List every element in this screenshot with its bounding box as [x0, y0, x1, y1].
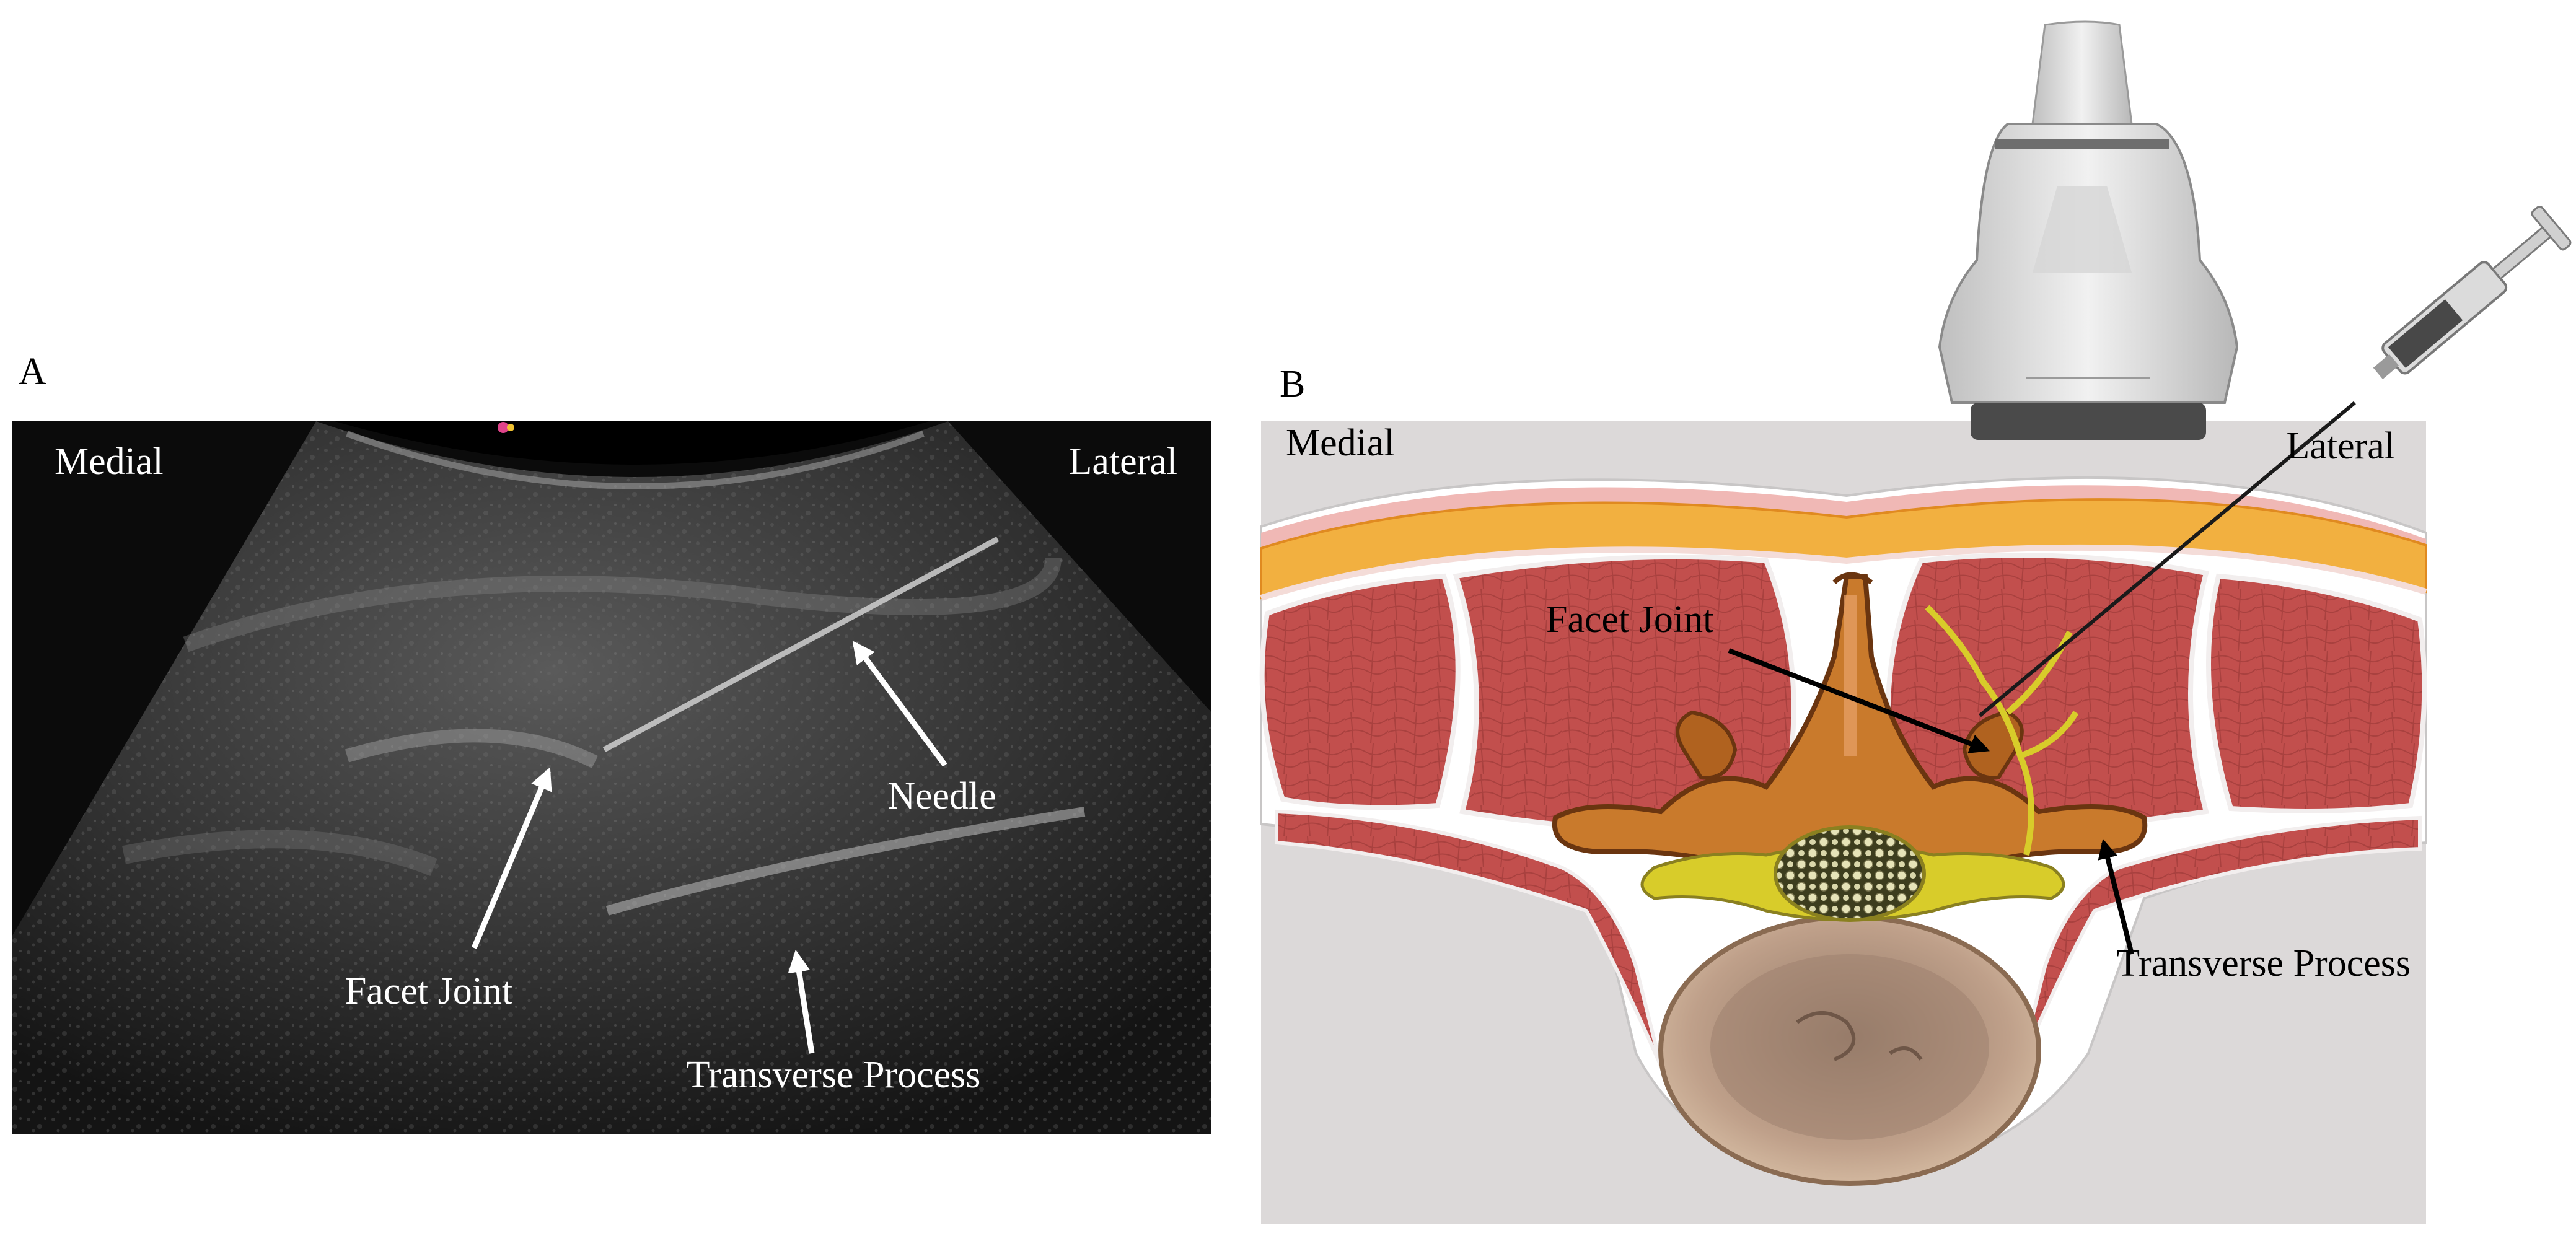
- needle-echo: [602, 537, 1000, 752]
- ultrasound-probe: [1938, 20, 2239, 440]
- muscle-right-lateral: [2206, 573, 2427, 813]
- panel-b-lateral-label: Lateral: [2286, 425, 2395, 467]
- needle-syringe: [1979, 206, 2572, 717]
- panel-a-lateral-label: Lateral: [1068, 441, 1177, 483]
- transverse-process-label-b: Transverse Process: [2116, 942, 2411, 984]
- facet-joint-label-a: Facet Joint: [345, 970, 512, 1012]
- facet-joint-arrow-a: [471, 767, 552, 949]
- transverse-process-arrow-a: [788, 949, 815, 1054]
- panel-a-letter: A: [19, 351, 46, 393]
- panel-b-letter: B: [1280, 363, 1305, 405]
- panel-b: B: [1259, 20, 2572, 1224]
- spinal-cord: [1774, 825, 1926, 922]
- orientation-marker: [498, 422, 509, 433]
- transverse-process-arrow-b: [2098, 838, 2134, 955]
- muscle-left-lateral: [1259, 573, 1461, 810]
- panel-b-medial-label: Medial: [1286, 422, 1395, 464]
- needle-shaft: [1979, 401, 2356, 717]
- panel-a: A Medial Lateral Needle Facet Joint Tran…: [12, 351, 1211, 1134]
- needle-arrow: [852, 641, 947, 767]
- facet-left: [1676, 710, 1738, 780]
- ultrasound-speckle: [12, 421, 1211, 1134]
- panel-a-medial-label: Medial: [55, 441, 164, 483]
- transverse-process-label-a: Transverse Process: [687, 1054, 981, 1096]
- needle-label: Needle: [887, 775, 996, 817]
- facet-joint-label-b: Facet Joint: [1546, 598, 1713, 641]
- facet-joint-arrow-b: [1728, 648, 1990, 753]
- probe-footprint-arc: [335, 421, 930, 465]
